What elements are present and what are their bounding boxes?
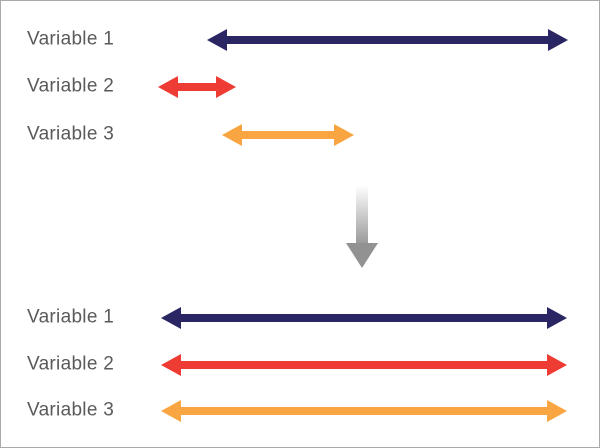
arrow-left-head-icon [161,400,181,422]
arrow-shaft [179,314,549,322]
arrow-right-head-icon [547,354,567,376]
variable-label: Variable 3 [27,123,115,145]
arrow-shaft [225,36,550,44]
arrow-shaft [240,131,336,139]
variable-label: Variable 3 [27,399,115,421]
arrow-shaft [179,361,549,369]
range-arrow [161,400,567,422]
arrow-left-head-icon [207,29,227,51]
arrow-right-head-icon [216,76,236,98]
range-arrow [207,29,568,51]
down-arrow-shaft [356,186,368,243]
arrow-shaft [176,83,218,91]
range-arrow [161,354,567,376]
arrow-right-head-icon [547,400,567,422]
arrow-right-head-icon [334,124,354,146]
variable-label: Variable 2 [27,353,115,375]
arrow-left-head-icon [158,76,178,98]
variable-label: Variable 2 [27,75,115,97]
arrow-shaft [179,407,549,415]
variable-label: Variable 1 [27,28,115,50]
arrow-left-head-icon [161,354,181,376]
arrow-left-head-icon [161,307,181,329]
range-arrow [158,76,236,98]
range-arrow [222,124,354,146]
range-arrow [161,307,567,329]
down-arrow-head [345,243,378,268]
variable-label: Variable 1 [27,306,115,328]
transform-down-arrow-icon [345,186,379,268]
arrow-left-head-icon [222,124,242,146]
arrow-right-head-icon [548,29,568,51]
arrow-right-head-icon [547,307,567,329]
